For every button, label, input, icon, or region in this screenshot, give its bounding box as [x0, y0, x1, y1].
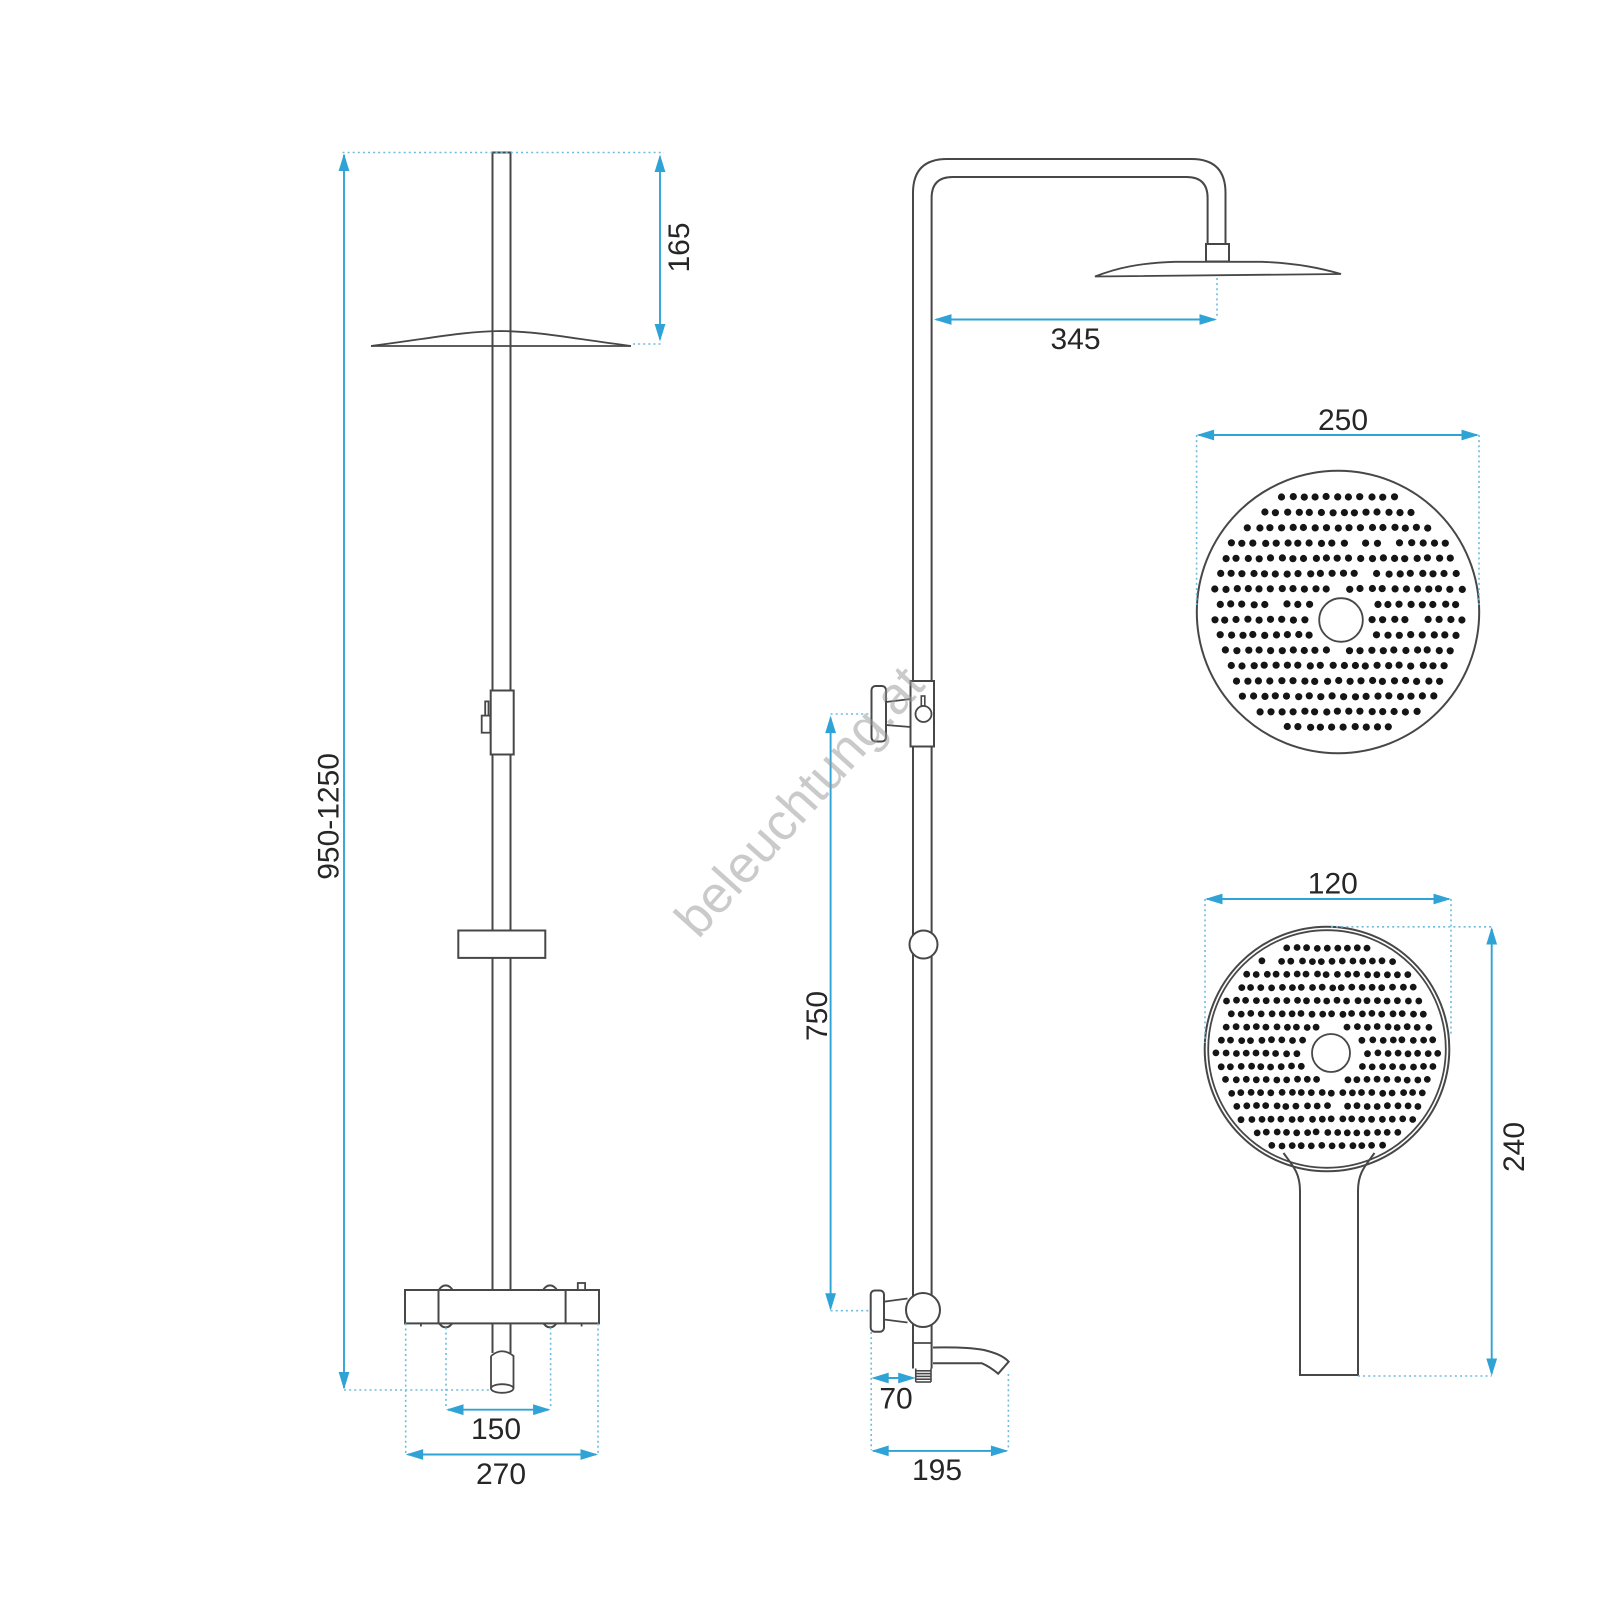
svg-text:345: 345: [1050, 323, 1100, 356]
svg-text:120: 120: [1308, 867, 1358, 900]
svg-text:150: 150: [471, 1413, 521, 1446]
svg-text:165: 165: [663, 222, 696, 272]
svg-text:70: 70: [879, 1382, 912, 1415]
svg-text:950-1250: 950-1250: [312, 753, 345, 880]
svg-text:240: 240: [1498, 1122, 1531, 1172]
svg-text:750: 750: [801, 991, 834, 1041]
svg-text:195: 195: [912, 1454, 962, 1487]
svg-text:250: 250: [1318, 404, 1368, 437]
svg-text:270: 270: [476, 1458, 526, 1491]
